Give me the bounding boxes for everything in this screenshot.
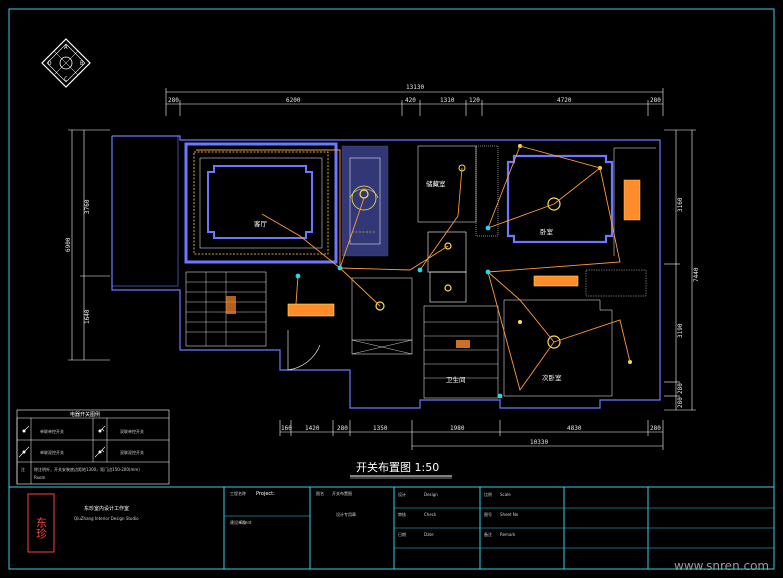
- company-name-cn: 东珍室内设计工作室: [84, 505, 129, 512]
- compass-letter-c: C: [64, 76, 68, 83]
- date-label: 日期: [398, 531, 406, 537]
- dim-right-seg-1: 3160: [677, 197, 684, 212]
- legend-item-1: 单联单控开关: [40, 428, 64, 434]
- top-dimension-chain: 13130 280 6200 420 1310 120 4720 280: [165, 84, 664, 116]
- dim-bottom-seg-7: 280: [650, 425, 661, 432]
- bottom-dimension-chain: 160 1420 280 1350 1980 4830 280 10330: [279, 420, 664, 450]
- stairs-bathroom: [423, 305, 499, 399]
- compass-letter-b: B: [80, 60, 84, 67]
- dim-right-seg-2: 3190: [677, 323, 684, 338]
- seal-text: 设计专用章: [336, 511, 356, 517]
- switch-double-two-way-icon: [94, 446, 106, 458]
- outer-frame: [8, 8, 775, 570]
- check-label: 审核: [398, 511, 406, 517]
- drawing-title: 开关布置图 1:50: [356, 460, 439, 474]
- sheet-value: Sheet No: [500, 512, 519, 517]
- watermark-text: www.snren.com: [674, 559, 769, 573]
- room-label-living: 客厅: [254, 219, 268, 228]
- dim-top-seg-1: 280: [168, 97, 179, 104]
- studio-logo: 东珍: [27, 493, 55, 553]
- project-value: Project:: [256, 491, 275, 497]
- check-value: Check: [424, 512, 437, 517]
- dim-top-total: 13130: [406, 84, 424, 91]
- title-block: 东珍 东珍室内设计工作室 QiuZhang Interior Design St…: [27, 487, 774, 569]
- scale-value: Scale: [500, 492, 511, 497]
- dim-right-total: 7440: [693, 267, 700, 282]
- legend-note-line2: Room: [34, 475, 45, 480]
- dim-bottom-seg-6: 4830: [567, 425, 582, 432]
- switch-double-icon: [98, 425, 106, 433]
- dim-bottom-total: 10330: [530, 439, 548, 446]
- dim-top-seg-3: 420: [405, 97, 416, 104]
- legend-item-4: 双联双控开关: [120, 449, 144, 455]
- switch-single-icon: [22, 425, 30, 433]
- dim-top-seg-6: 4720: [557, 97, 572, 104]
- living-ceiling-outer: [184, 142, 338, 264]
- room-label-bathroom: 卫生间: [446, 375, 466, 384]
- sheet-label: 图号: [484, 511, 492, 517]
- legend-table: 电器开关图例 单联单控开关 双联单控开关 单联双控开关 双联双控开关 注 除注明…: [16, 409, 170, 485]
- dim-bottom-seg-2: 1420: [305, 425, 320, 432]
- dim-bottom-seg-5: 1980: [450, 425, 465, 432]
- room-label-bedroom: 卧室: [540, 227, 554, 236]
- dim-bottom-seg-4: 1350: [373, 425, 388, 432]
- design-label: 设计: [398, 491, 406, 497]
- right-dimension-chain: 7440 3160 3190 280 280: [664, 129, 700, 411]
- logo-glyphs: 东珍: [35, 517, 48, 540]
- dim-left-seg-1: 3760: [84, 199, 91, 214]
- legend-item-2: 双联单控开关: [120, 428, 144, 434]
- drawing-name-value: 开关布置图: [332, 490, 352, 496]
- project-label: 工程名称: [230, 490, 246, 496]
- design-value: Design: [424, 492, 438, 497]
- floor-plan: 客厅 储藏室 卧室 卫生间 次卧室: [111, 135, 661, 409]
- room-label-study: 次卧室: [542, 373, 562, 382]
- dim-right-seg-4: 280: [677, 397, 684, 408]
- compass-letter-d: D: [48, 60, 52, 67]
- compass-letter-a: A: [64, 44, 68, 51]
- dim-right-seg-3: 280: [677, 383, 684, 394]
- dim-top-seg-2: 6200: [286, 97, 301, 104]
- legend-item-3: 单联双控开关: [40, 449, 64, 455]
- dim-bottom-seg-3: 280: [337, 425, 348, 432]
- dim-top-seg-4: 1310: [440, 97, 455, 104]
- client-label: 建设单位: [230, 519, 246, 525]
- dim-top-seg-7: 280: [650, 97, 661, 104]
- legend-note-text: 除注明外，开关安装底边距地1300，距门边150-200(mm): [34, 466, 140, 472]
- bedroom-ceiling: [506, 154, 614, 244]
- remark-value: Remark: [500, 532, 516, 537]
- company-name-en: QiuZhang Interior Design Studio: [74, 516, 139, 521]
- date-value: Date: [424, 532, 434, 537]
- scale-label: 比例: [484, 491, 492, 497]
- switch-two-way-icon: [18, 446, 30, 458]
- dim-bottom-seg-1: 160: [281, 425, 292, 432]
- drawing-name-label: 图名: [316, 490, 324, 496]
- left-dimension-chain: 6900 3760 1640: [65, 129, 110, 361]
- dim-left-total: 6900: [65, 237, 72, 252]
- remark-label: 备注: [484, 531, 492, 537]
- client-value: Client: [240, 520, 252, 525]
- dim-top-seg-5: 120: [469, 97, 480, 104]
- dim-left-seg-2: 1640: [84, 309, 91, 324]
- room-label-kitchen: 储藏室: [426, 179, 446, 188]
- compass-icon: A B C D: [41, 38, 91, 88]
- legend-title: 电器开关图例: [70, 411, 100, 418]
- stairs-left: [185, 271, 267, 347]
- legend-note-label: 注: [21, 466, 25, 472]
